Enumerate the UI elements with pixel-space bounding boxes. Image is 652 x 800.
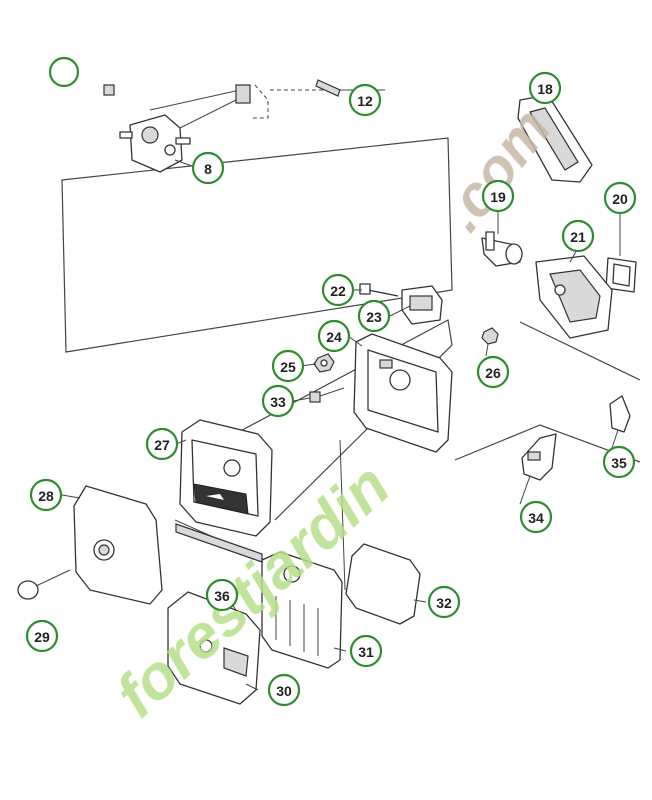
callout-12: 12 (348, 83, 382, 117)
callout-31: 31 (349, 634, 383, 668)
nut-part (313, 353, 335, 373)
edge-callout-topleft (48, 56, 80, 88)
foam-prefilter-part (345, 543, 421, 625)
callout-circle (321, 273, 355, 307)
square-gasket-part (605, 257, 637, 293)
cover-plate-part (517, 94, 593, 183)
clip-part (609, 395, 631, 433)
callout-25: 25 (271, 349, 305, 383)
callout-26: 26 (476, 355, 510, 389)
callout-24: 24 (317, 319, 351, 353)
callout-36: 36 (205, 578, 239, 612)
callout-circle (528, 71, 562, 105)
callout-label: 32 (436, 595, 452, 611)
outer-filter-cover-part (73, 485, 163, 605)
callout-label: 26 (485, 365, 501, 381)
callout-label: 28 (38, 488, 54, 504)
callout-circle (191, 151, 225, 185)
callout-circle (427, 585, 461, 619)
callout-label: 25 (280, 359, 296, 375)
callout-22: 22 (321, 273, 355, 307)
callout-circle (317, 319, 351, 353)
callout-circle (357, 299, 391, 333)
callout-circle (561, 219, 595, 253)
callout-label: 34 (528, 510, 544, 526)
callout-circle (205, 578, 239, 612)
callout-label: 30 (276, 683, 292, 699)
callout-circle (29, 478, 63, 512)
callout-27: 27 (145, 427, 179, 461)
callout-32: 32 (427, 585, 461, 619)
callout-label: 19 (490, 189, 506, 205)
carburetor-part (103, 84, 251, 173)
assembly-frame-lines (61, 84, 641, 591)
filter-cover-inner-part (179, 419, 273, 537)
callout-30: 30 (267, 673, 301, 707)
callout-label: 20 (612, 191, 628, 207)
callout-label: 31 (358, 644, 374, 660)
callout-label: 21 (570, 229, 586, 245)
mount-bracket-part (521, 433, 557, 481)
callout-label: 18 (537, 81, 553, 97)
callout-label: 8 (204, 161, 212, 177)
filter-bottom-housing-part (167, 591, 261, 705)
callout-23: 23 (357, 299, 391, 333)
intake-tube-part (481, 231, 523, 267)
callout-label: 22 (330, 283, 346, 299)
callout-28: 28 (29, 478, 63, 512)
callout-33: 33 (261, 384, 295, 418)
callout-circle (348, 83, 382, 117)
gasket-small-part (315, 79, 341, 97)
callout-layer: 8 12 18 19 20 21 22 23 24 25 26 27 28 29 30 31 32 33 34 35 3… (25, 71, 637, 707)
callout-label: 29 (34, 629, 50, 645)
callout-circle (602, 445, 636, 479)
callout-label: 36 (214, 588, 230, 604)
callout-35: 35 (602, 445, 636, 479)
callout-circle (519, 500, 553, 534)
callout-29: 29 (25, 619, 59, 653)
callout-20: 20 (603, 181, 637, 215)
choke-bracket-part (359, 283, 443, 325)
connecting-rod-part (175, 523, 263, 563)
cover-knob-part (17, 569, 71, 600)
carburetor-housing-part (535, 255, 613, 339)
small-nut-part (481, 327, 499, 345)
callout-circle (25, 619, 59, 653)
callout-circle (349, 634, 383, 668)
callout-34: 34 (519, 500, 553, 534)
air-filter-base-part (353, 333, 453, 453)
callout-circle (476, 355, 510, 389)
callout-circle (271, 349, 305, 383)
callout-8: 8 (191, 151, 225, 185)
callout-circle (145, 427, 179, 461)
callout-label: 12 (357, 93, 373, 109)
callout-circle (603, 181, 637, 215)
callout-21: 21 (561, 219, 595, 253)
callout-label: 23 (366, 309, 382, 325)
callout-circle (261, 384, 295, 418)
callout-label: 24 (326, 329, 342, 345)
callout-label: 35 (611, 455, 627, 471)
callout-19: 19 (481, 179, 515, 213)
filter-element-part (261, 551, 343, 669)
bolt-part (309, 387, 345, 403)
callout-label: 27 (154, 437, 170, 453)
callout-circle (481, 179, 515, 213)
callout-18: 18 (528, 71, 562, 105)
callout-label: 33 (270, 394, 286, 410)
callout-circle (267, 673, 301, 707)
